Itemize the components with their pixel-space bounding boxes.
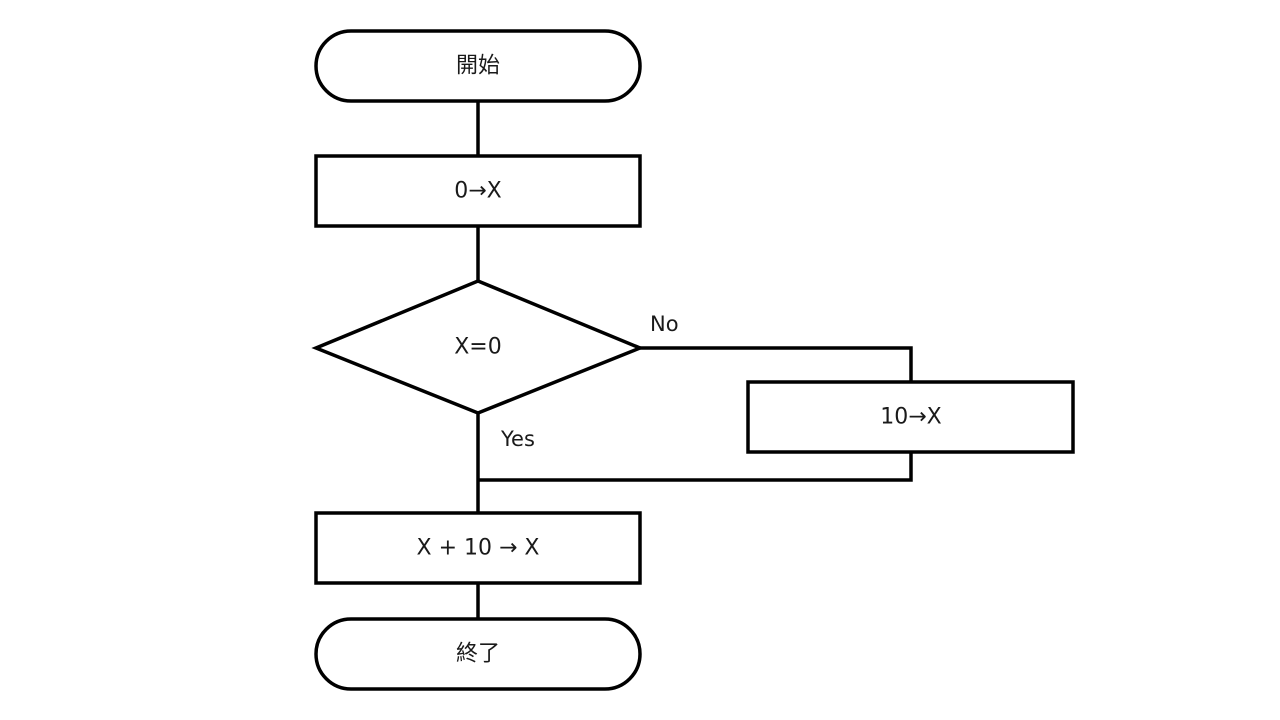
start-terminal-label: 開始 (456, 54, 500, 79)
init-process-shape (314, 154, 642, 228)
add-process-shape (314, 511, 642, 585)
no-branch-process-shape (746, 380, 1075, 454)
connector-decision-no-to-process (640, 346, 913, 382)
end-terminal-label: 終了 (456, 642, 500, 667)
init-process-label: 0→X (454, 179, 502, 204)
start-terminal-shape (314, 29, 642, 103)
decision-node: X=0 (311, 279, 645, 415)
start-terminal: 開始 (314, 29, 642, 103)
decision-diamond (311, 279, 645, 415)
add-process-label: X + 10 → X (417, 536, 540, 561)
end-terminal: 終了 (314, 617, 642, 691)
end-terminal-shape (314, 617, 642, 691)
no-branch-label: No (650, 312, 679, 336)
add-process: X + 10 → X (314, 511, 642, 585)
decision-label: X=0 (454, 335, 502, 360)
init-process: 0→X (314, 154, 642, 228)
no-branch-process: 10→X (746, 380, 1075, 454)
yes-branch-label: Yes (500, 427, 535, 451)
connector-process-merge (478, 452, 913, 482)
no-branch-process-label: 10→X (880, 405, 942, 430)
